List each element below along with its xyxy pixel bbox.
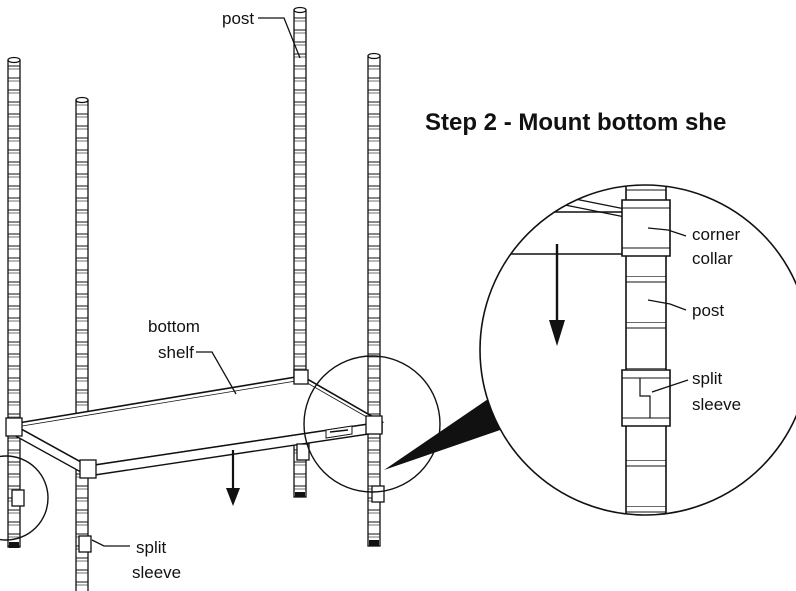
label-post-top: post [222,9,254,28]
down-arrow-shelf [226,450,240,506]
leader-detail-post [647,299,687,311]
leader-corner-collar [647,227,687,237]
label-bottom-shelf-2: shelf [158,343,194,362]
step-title: Step 2 - Mount bottom she [425,109,726,136]
shelf-badge-icon [325,425,353,439]
post-front-left [7,56,21,548]
post-front-right [367,52,381,547]
detail-circle [479,184,796,516]
leader-detail-split-sleeve [651,379,689,393]
label-corner-collar-2: collar [692,249,733,268]
zoom-circle-left [0,455,49,541]
label-detail-split-sleeve-1: split [692,369,723,388]
label-bottom-shelf-1: bottom [148,317,200,336]
label-corner-collar-1: corner [692,225,741,244]
leader-post-top [258,17,301,59]
detail-view [480,185,796,515]
label-split-sleeve-2: sleeve [132,563,181,582]
label-detail-split-sleeve-2: sleeve [692,395,741,414]
post-back-left [75,96,89,591]
label-detail-post: post [692,301,724,320]
bottom-shelf [5,369,385,479]
split-sleeve-marks [11,443,385,553]
callout-wedge [384,380,516,470]
leader-split-sleeve [91,539,130,547]
leader-bottom-shelf [196,351,237,395]
zoom-circle-right [303,355,441,493]
label-split-sleeve-1: split [136,538,167,557]
